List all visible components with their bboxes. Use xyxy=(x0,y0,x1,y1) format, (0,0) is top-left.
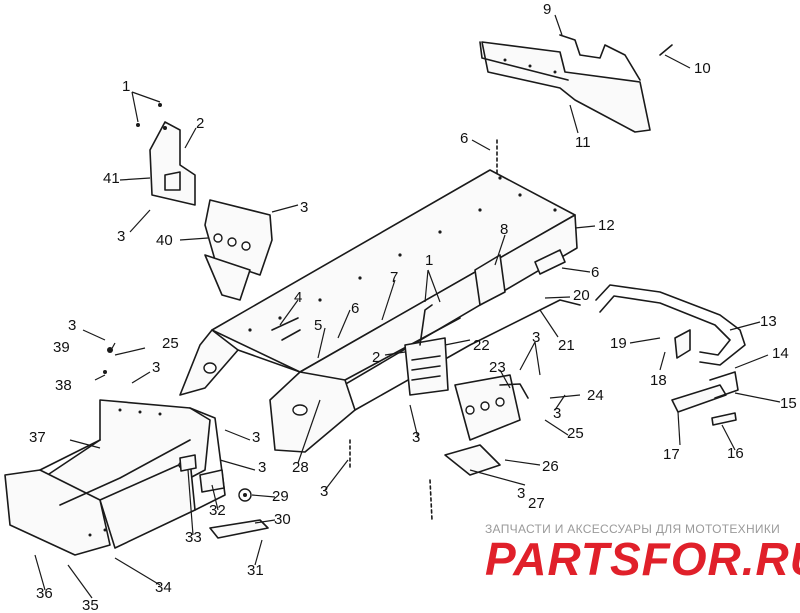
callout-5: 5 xyxy=(314,317,322,334)
footrest-bracket xyxy=(444,374,529,476)
callout-6a: 6 xyxy=(460,130,468,147)
callout-20: 20 xyxy=(573,287,590,304)
callout-18: 18 xyxy=(650,372,667,389)
center-bracket xyxy=(404,304,449,396)
callout-40: 40 xyxy=(156,232,173,249)
callout-1b: 1 xyxy=(425,252,433,269)
callout-41: 41 xyxy=(103,170,120,187)
callout-3c: 3 xyxy=(68,317,76,334)
callout-22: 22 xyxy=(473,337,490,354)
callout-36: 36 xyxy=(36,585,53,602)
callout-3e: 3 xyxy=(532,329,540,346)
callout-21: 21 xyxy=(558,337,575,354)
callout-3j: 3 xyxy=(320,483,328,500)
rear-bumper xyxy=(595,284,746,366)
callout-11: 11 xyxy=(575,134,591,151)
tunnel-frame xyxy=(179,139,581,521)
callout-30: 30 xyxy=(274,511,291,528)
callout-34: 34 xyxy=(155,579,172,596)
callout-25a: 25 xyxy=(162,335,179,352)
callout-32: 32 xyxy=(209,502,226,519)
callout-23: 23 xyxy=(489,359,506,376)
watermark-logo-parts: PARTS xyxy=(485,533,642,585)
callout-35: 35 xyxy=(82,597,99,613)
callout-3g: 3 xyxy=(258,459,266,476)
callout-24: 24 xyxy=(587,387,604,404)
callout-6c: 6 xyxy=(351,300,359,317)
callout-2: 2 xyxy=(196,115,204,132)
callout-3i: 3 xyxy=(553,405,561,422)
callout-3d: 3 xyxy=(152,359,160,376)
callout-15: 15 xyxy=(780,395,797,412)
callout-9: 9 xyxy=(543,1,551,18)
callout-13: 13 xyxy=(760,313,777,330)
callout-33: 33 xyxy=(185,529,202,546)
watermark-caption: ЗАПЧАСТИ И АКСЕССУАРЫ ДЛЯ МОТОТЕХНИКИ xyxy=(485,522,780,536)
callout-2b: 2 xyxy=(372,349,380,366)
callout-10: 10 xyxy=(694,60,711,77)
callout-27: 27 xyxy=(528,495,545,512)
callout-8: 8 xyxy=(500,221,508,238)
rear-flap xyxy=(479,34,673,133)
callout-3k: 3 xyxy=(517,485,525,502)
step-plate xyxy=(671,371,739,426)
watermark-logo: PARTSFOR.RU xyxy=(485,533,800,585)
callout-3f: 3 xyxy=(252,429,260,446)
small-parts xyxy=(103,347,269,539)
callout-4: 4 xyxy=(294,289,302,306)
callout-37: 37 xyxy=(29,429,46,446)
callout-17: 17 xyxy=(663,446,680,463)
callout-3h: 3 xyxy=(412,429,420,446)
callout-38: 38 xyxy=(55,377,72,394)
front-pan xyxy=(4,399,226,556)
callout-31: 31 xyxy=(247,562,264,579)
callout-16: 16 xyxy=(727,445,744,462)
watermark: ЗАПЧАСТИ И АКСЕССУАРЫ ДЛЯ МОТОТЕХНИКИ PA… xyxy=(485,522,800,585)
callout-3b: 3 xyxy=(300,199,308,216)
callout-25b: 25 xyxy=(567,425,584,442)
callout-6b: 6 xyxy=(591,264,599,281)
watermark-logo-domain: FOR.RU xyxy=(642,533,800,585)
callout-1a: 1 xyxy=(122,78,130,95)
leader-lines xyxy=(34,14,781,599)
callout-29: 29 xyxy=(272,488,289,505)
callout-14: 14 xyxy=(772,345,789,362)
upper-left-brackets xyxy=(136,103,273,301)
callout-7: 7 xyxy=(390,269,398,286)
callout-26: 26 xyxy=(542,458,559,475)
callout-3a: 3 xyxy=(117,228,125,245)
callout-12: 12 xyxy=(598,217,615,234)
callout-19: 19 xyxy=(610,335,627,352)
callout-39: 39 xyxy=(53,339,70,356)
callout-28: 28 xyxy=(292,459,309,476)
